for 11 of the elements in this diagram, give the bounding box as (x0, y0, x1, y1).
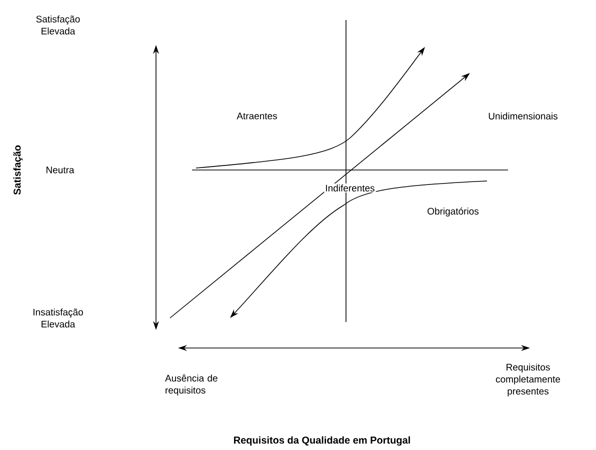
axis-label: Insatisfação Elevada (34, 308, 83, 328)
axis-title: Satisfação (13, 145, 23, 195)
curve-label: Atraentes (236, 112, 277, 120)
axis-label: Requisitos completamente presentes (496, 364, 560, 396)
curve-label: Unidimensionais (488, 112, 558, 120)
axis-label: Ausência de requisitos (165, 374, 218, 396)
axis-label: Satisfação Elevada (36, 16, 80, 34)
axis-label: Neutra (46, 166, 74, 174)
curve-label: Obrigatórios (428, 208, 479, 216)
axis-title: Requisitos da Qualidade em Portugal (234, 436, 410, 446)
curve-label: Indiferentes (324, 184, 376, 192)
